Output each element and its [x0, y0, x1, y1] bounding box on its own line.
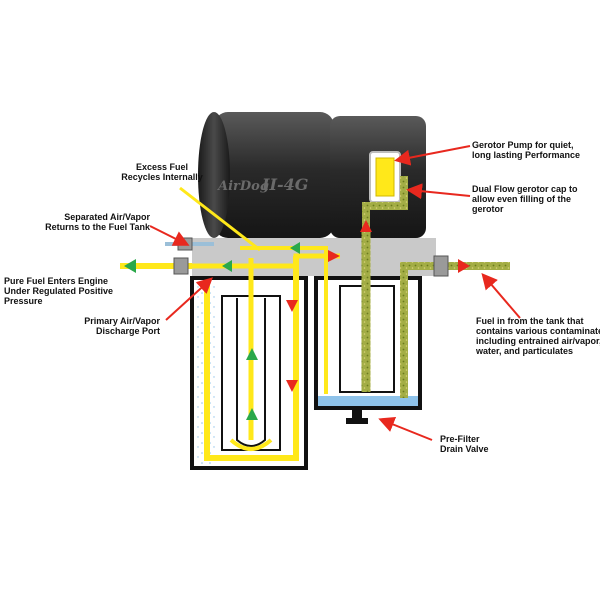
airdog-motor: AirDog II-4G — [198, 112, 426, 238]
callout-fuel-in — [481, 272, 521, 319]
flow-arrow-out — [124, 259, 136, 273]
callout-separated-air — [149, 225, 190, 246]
drain-valve-stem — [352, 408, 362, 418]
pre-filter — [314, 230, 510, 424]
flow-arrow-green-3 — [246, 408, 258, 420]
gerotor-pump — [362, 151, 408, 232]
manifold-fuel-channel — [192, 253, 340, 269]
callout-primary-air — [165, 277, 213, 321]
flow-arrow-red-4 — [286, 380, 298, 392]
left-filter-inner-tube — [236, 298, 266, 447]
motor-housing — [214, 112, 334, 238]
callout-dual-flow — [406, 183, 471, 200]
flow-arrow-red-3 — [286, 300, 298, 312]
outlet-fitting — [173, 257, 189, 275]
flow-arrow-red-5 — [360, 220, 372, 232]
gerotor-fuel — [375, 157, 395, 197]
gerotor-cap-path — [362, 176, 408, 232]
brand-name: AirDog — [216, 179, 269, 194]
right-filter-water — [318, 396, 418, 406]
label-gerotor-pump: Gerotor Pump for quiet,long lasting Perf… — [472, 140, 581, 160]
flow-arrow-green-1 — [222, 260, 232, 272]
left-filter-fuel-loop — [204, 256, 299, 461]
inlet-fitting — [433, 255, 449, 277]
flow-arrow-red-2 — [328, 250, 340, 262]
flow-arrow-green-2 — [290, 242, 300, 254]
drain-valve-handle — [346, 418, 368, 424]
callout-gerotor-pump — [394, 145, 471, 166]
flow-arrow-green-4 — [246, 348, 258, 360]
flow-arrow-red-1 — [458, 259, 470, 273]
brand-model: II-4G — [261, 175, 308, 194]
excess-fuel-return — [240, 246, 328, 262]
callout-prefilter — [378, 417, 433, 441]
left-filter-fuel-cup — [229, 438, 273, 451]
right-filter-inlet-path — [400, 262, 510, 398]
fuel-water-separator-filter — [190, 256, 308, 470]
callout-excess-fuel — [179, 186, 261, 252]
